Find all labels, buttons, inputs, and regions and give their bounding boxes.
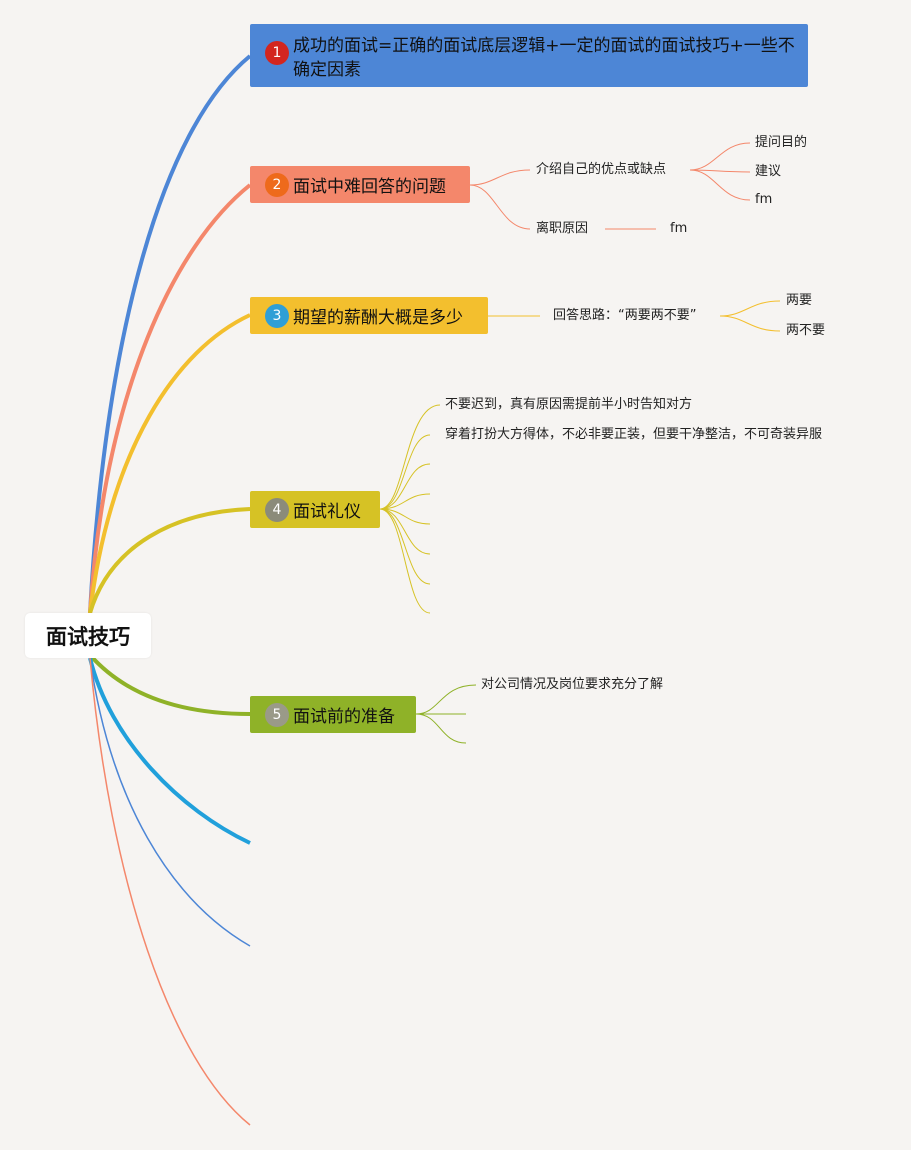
topic-4-label: 面试礼仪 <box>293 502 361 522</box>
branch-line-2 <box>88 183 252 614</box>
root-topic[interactable]: 面试技巧 <box>25 613 151 658</box>
branch-line-7 <box>89 657 251 947</box>
branch-line-1 <box>88 54 252 614</box>
t4-links <box>379 404 441 614</box>
subtopic-answer-approach[interactable]: 回答思路：“两要两不要” <box>553 308 697 323</box>
subtopic-leaving-reason[interactable]: 离职原因 <box>536 221 589 236</box>
subtopic-question-purpose[interactable]: 提问目的 <box>755 135 808 150</box>
subtopic-two-donts[interactable]: 两不要 <box>786 323 826 338</box>
badge-3: 3 <box>265 303 289 328</box>
t2a-link-1 <box>689 142 751 171</box>
topic-2[interactable]: 2 面试中难回答的问题 <box>250 166 470 203</box>
subtopic-intro-strengths[interactable]: 介绍自己的优点或缺点 <box>536 162 667 177</box>
subtopic-dont-be-late[interactable]: 不要迟到，真有原因需提前半小时告知对方 <box>445 397 693 412</box>
badge-1: 1 <box>265 41 289 65</box>
subtopic-research-company[interactable]: 对公司情况及岗位要求充分了解 <box>481 677 664 692</box>
branch-line-5 <box>88 653 251 716</box>
badge-4: 4 <box>265 497 289 522</box>
t2a-link-3 <box>689 169 751 201</box>
branch-line-6 <box>88 657 251 845</box>
branch-line-4 <box>88 507 251 614</box>
topic-1[interactable]: 1 成功的面试=正确的面试底层逻辑+一定的面试的面试技巧+一些不确定因素 <box>250 24 808 87</box>
t2-link-b <box>469 184 531 230</box>
topic-3[interactable]: 3 期望的薪酬大概是多少 <box>250 297 488 334</box>
branch-line-8 <box>89 657 251 1126</box>
subtopic-fm-2[interactable]: fm <box>670 221 688 236</box>
topic-4[interactable]: 4 面试礼仪 <box>250 491 380 528</box>
root-label: 面试技巧 <box>46 624 130 649</box>
t5-links <box>415 684 477 744</box>
branch-line-3 <box>88 313 251 614</box>
t2a-link-2 <box>689 169 751 173</box>
topic-2-label: 面试中难回答的问题 <box>293 177 446 197</box>
topic-1-label: 成功的面试=正确的面试底层逻辑+一定的面试的面试技巧+一些不确定因素 <box>293 36 795 80</box>
topic-5[interactable]: 5 面试前的准备 <box>250 696 416 733</box>
badge-2: 2 <box>265 172 289 197</box>
topic-3-label: 期望的薪酬大概是多少 <box>293 308 463 328</box>
subtopic-dress-code[interactable]: 穿着打扮大方得体，不必非要正装，但要干净整洁，不可奇装异服 <box>445 427 823 442</box>
t3a-link-1 <box>719 300 781 317</box>
subtopic-fm-1[interactable]: fm <box>755 192 773 207</box>
topic-5-label: 面试前的准备 <box>293 707 395 727</box>
badge-5: 5 <box>265 702 289 727</box>
t3a-link-2 <box>719 315 781 332</box>
t2-link-a <box>469 169 531 186</box>
subtopic-two-dos[interactable]: 两要 <box>786 293 813 308</box>
subtopic-suggestion[interactable]: 建议 <box>755 164 782 179</box>
